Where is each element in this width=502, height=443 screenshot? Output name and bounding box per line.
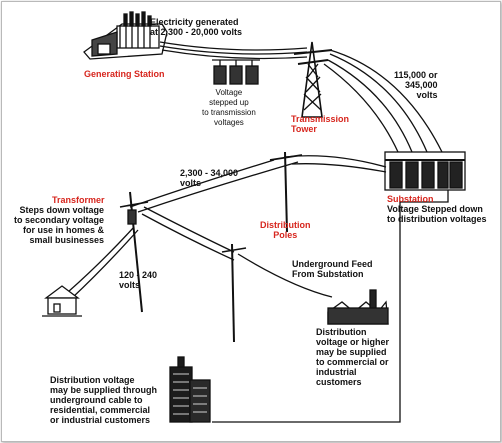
step-up-transformer-bank-icon — [212, 59, 260, 85]
generating-station-icon — [83, 11, 168, 60]
transformer-pole-icon — [119, 191, 149, 313]
factory-icon — [327, 289, 389, 325]
substation-icon — [384, 151, 466, 191]
transmission-tower-label: Transmission Tower — [291, 114, 350, 134]
generating-station-label: Generating Station — [84, 69, 165, 79]
distribution-poles-label: Distribution Poles — [260, 220, 311, 240]
distribution-line-voltage-label: 2,300 - 34,000 volts — [180, 168, 239, 188]
house-icon — [42, 285, 82, 317]
distribution-pole-far-icon — [221, 243, 247, 343]
underground-cable-label: Distribution voltage may be supplied thr… — [50, 375, 158, 425]
substation-label: Substation — [387, 194, 434, 204]
secondary-voltage-label: 120 - 240 volts — [119, 270, 158, 290]
transmission-voltage-label: 115,000 or 345,000 volts — [394, 70, 438, 100]
electricity-generated-label: Electricity generated at 2,300 - 20,000 … — [150, 17, 243, 37]
transformer-label: Transformer — [52, 195, 105, 205]
distribution-higher-voltage-label: Distribution voltage or higher may be su… — [316, 327, 390, 387]
substation-description: Voltage Stepped down to distribution vol… — [387, 204, 487, 224]
underground-feed-label: Underground Feed From Substation — [292, 259, 373, 279]
transmission-tower-icon — [293, 41, 333, 118]
transformer-description: Steps down voltage to secondary voltage … — [14, 205, 105, 245]
city-buildings-icon — [169, 356, 211, 423]
voltage-stepped-up-label: Voltage stepped up to transmission volta… — [202, 88, 256, 127]
